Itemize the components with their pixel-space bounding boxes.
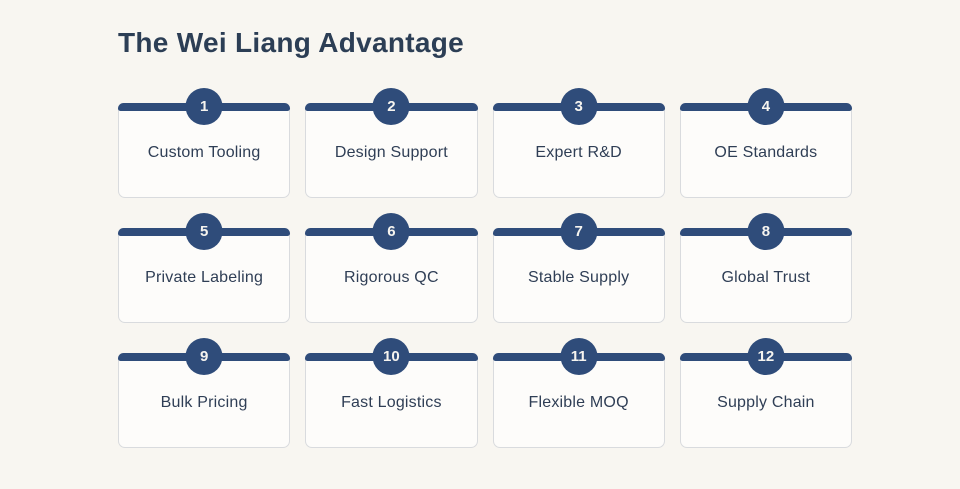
step-number-badge: 8 [747,213,785,251]
advantage-card-label: Global Trust [721,268,811,286]
advantage-card-label: Expert R&D [535,143,622,161]
step-number-badge: 10 [372,338,410,376]
step-number-badge: 12 [747,338,785,376]
step-number-badge: 11 [560,338,598,376]
advantage-card-label: Rigorous QC [344,268,439,286]
advantage-card-label: Stable Supply [527,268,630,286]
advantage-card-label: Flexible MOQ [528,393,629,411]
advantage-card: 8 Global Trust [679,213,852,324]
advantage-card-label: Fast Logistics [341,393,442,411]
advantage-card: 6 Rigorous QC [305,213,478,324]
step-number-badge: 4 [747,88,785,126]
step-number-badge: 2 [372,88,410,126]
step-number-badge: 1 [185,88,223,126]
advantage-card: 4 OE Standards [679,88,852,199]
step-number-badge: 6 [372,213,410,251]
page-title: The Wei Liang Advantage [118,27,465,58]
advantage-grid: 1 Custom Tooling 2 Design Support 3 Expe… [118,88,852,449]
step-number-badge: 5 [185,213,223,251]
advantage-card: 1 Custom Tooling [118,88,291,199]
advantage-card: 7 Stable Supply [492,213,665,324]
advantage-card: 5 Private Labeling [118,213,291,324]
advantage-card: 9 Bulk Pricing [118,338,291,449]
step-number-badge: 7 [560,213,598,251]
advantage-card-label: Custom Tooling [147,143,261,161]
advantage-card-label: Supply Chain [717,393,815,411]
advantage-card: 2 Design Support [305,88,478,199]
advantage-card-label: Design Support [334,143,448,161]
advantage-card: 10 Fast Logistics [305,338,478,449]
advantage-card-label: Bulk Pricing [160,393,248,411]
advantage-card-label: OE Standards [714,143,818,161]
step-number-badge: 9 [185,338,223,376]
advantage-card-label: Private Labeling [145,268,264,286]
advantage-card: 3 Expert R&D [492,88,665,199]
advantage-card: 11 Flexible MOQ [492,338,665,449]
advantage-card: 12 Supply Chain [679,338,852,449]
step-number-badge: 3 [560,88,598,126]
